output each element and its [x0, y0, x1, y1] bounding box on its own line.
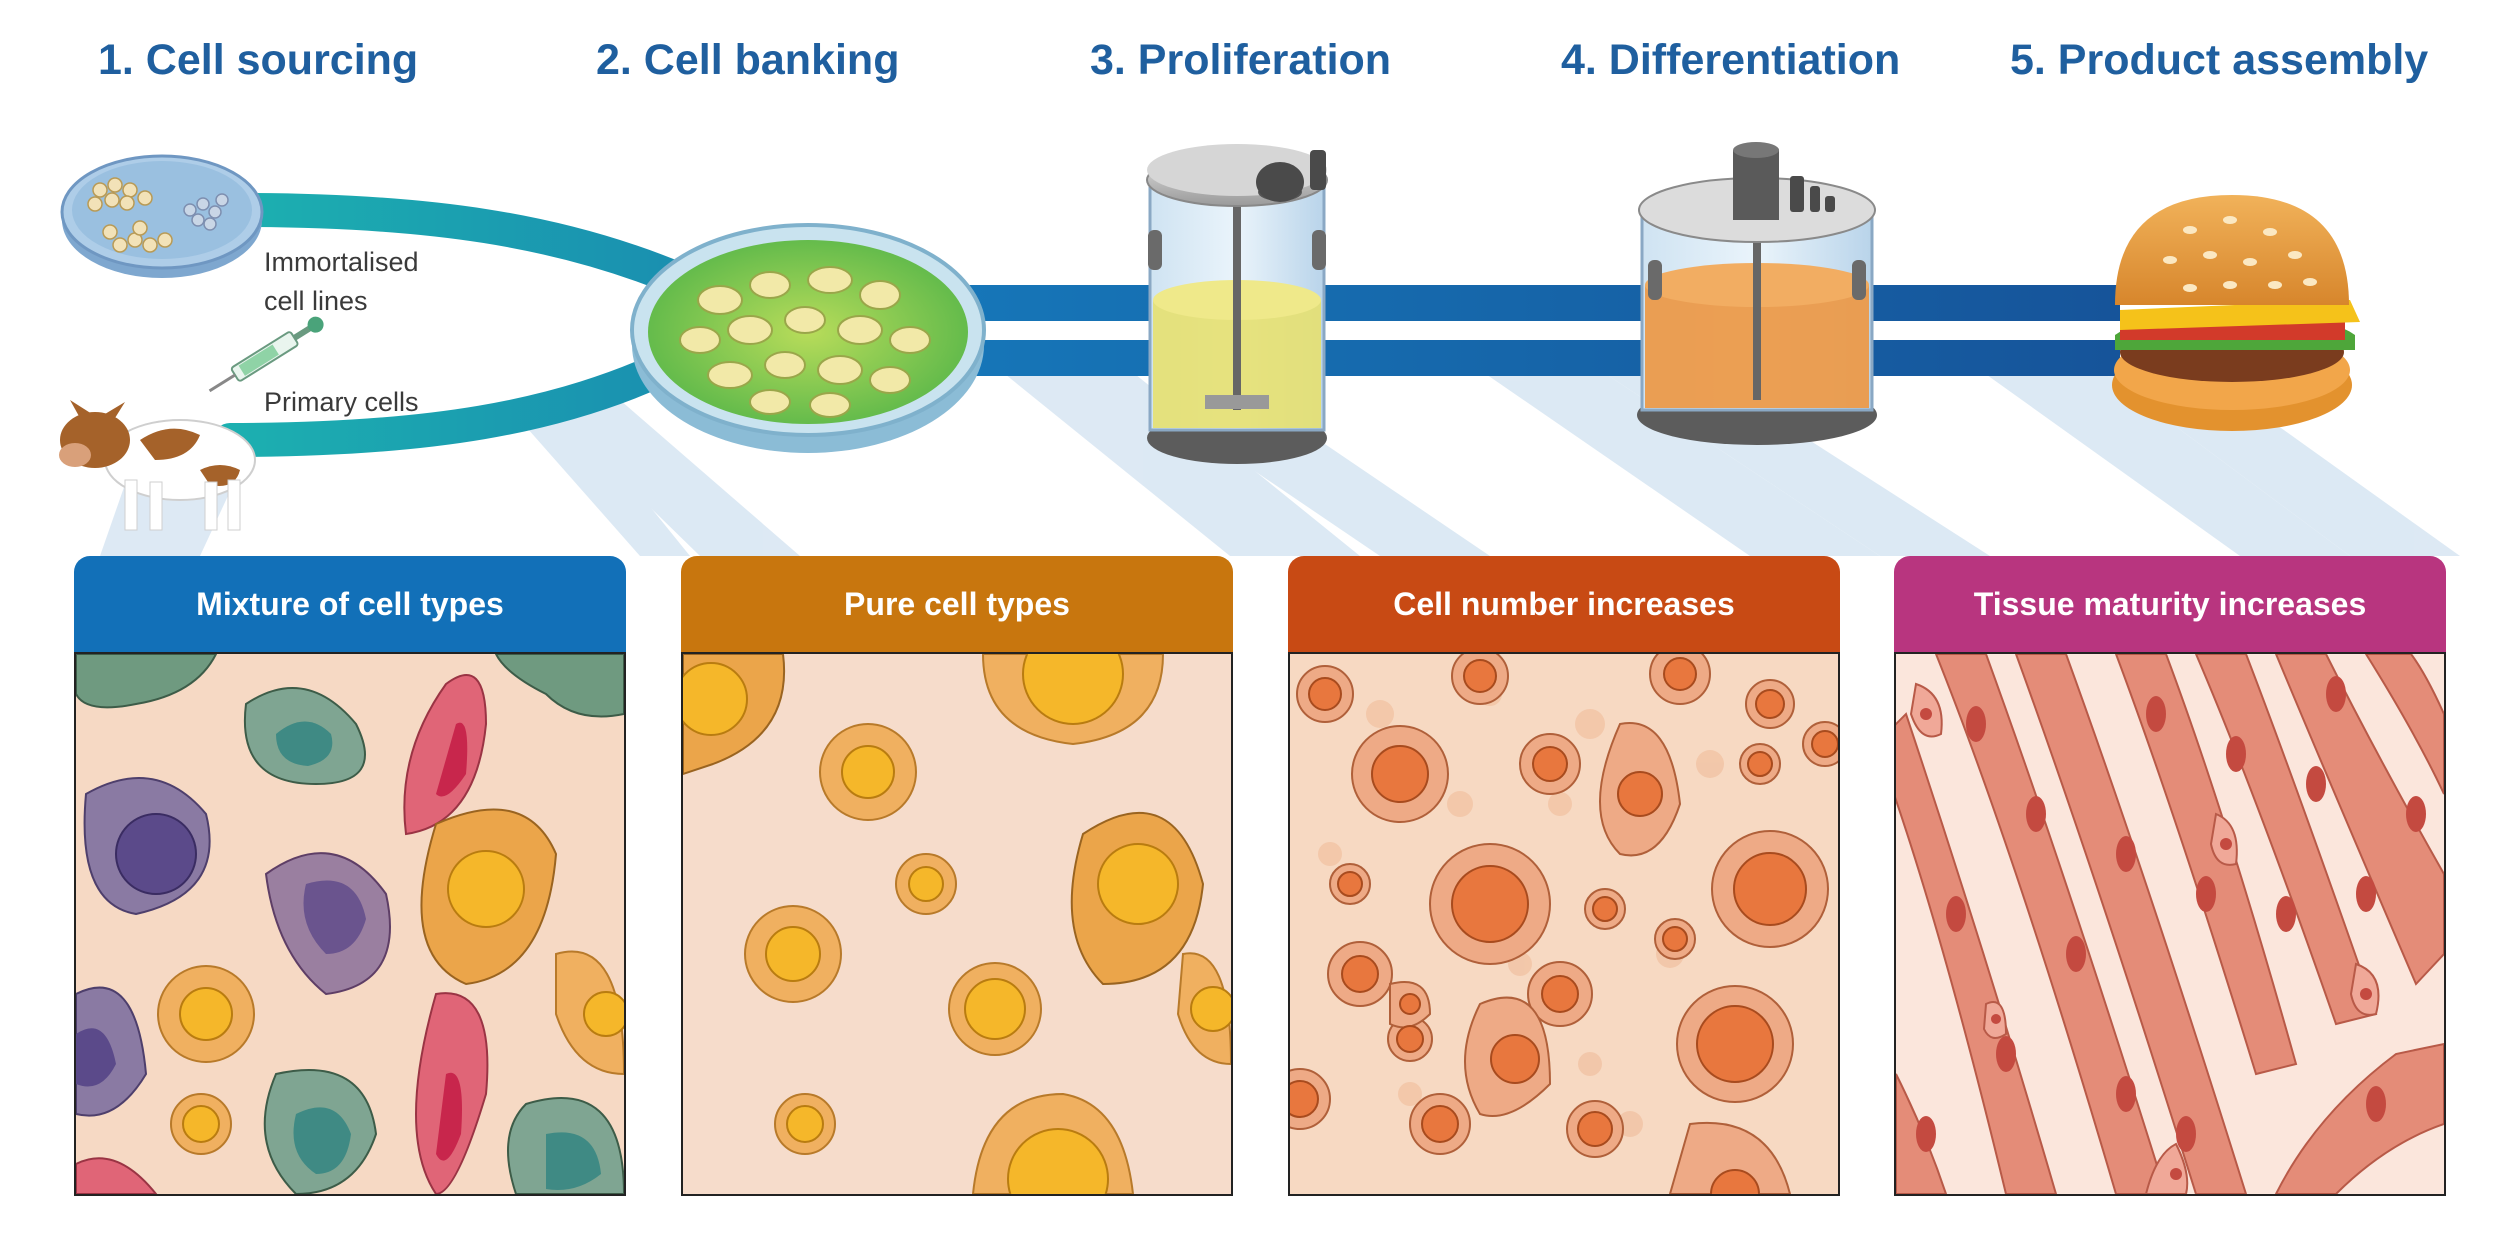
step-title-proliferation: 3. Proliferation	[1090, 36, 1392, 84]
muscle-fibres-illustration	[1896, 654, 2444, 1194]
panel-header-pure: Pure cell types	[681, 556, 1233, 652]
panel-mixture: Mixture of cell types	[74, 556, 626, 1196]
label-immortalised-line2: cell lines	[264, 286, 368, 316]
pipe-immortalised	[223, 193, 697, 297]
cow-icon	[59, 400, 256, 531]
panel-body-pure	[681, 652, 1233, 1196]
proliferating-cells-illustration	[1290, 654, 1838, 1194]
pure-cells-illustration	[683, 654, 1231, 1194]
label-immortalised-cell-lines: Immortalised cell lines	[264, 243, 419, 321]
label-primary-cells: Primary cells	[264, 387, 419, 417]
panel-header-maturity: Tissue maturity increases	[1894, 556, 2446, 652]
burger-icon	[2112, 195, 2360, 431]
step-title-differentiation: 4. Differentiation	[1561, 36, 1901, 84]
step-title-cell-sourcing: 1. Cell sourcing	[98, 36, 419, 84]
panel-maturity: Tissue maturity increases	[1894, 556, 2446, 1196]
step-title-product-assembly: 5. Product assembly	[2010, 36, 2429, 84]
petri-dish-large-icon	[630, 223, 986, 453]
bioreactor-proliferation-icon	[1146, 144, 1328, 464]
panel-body-number	[1288, 652, 1840, 1196]
blue-pipes	[960, 285, 2120, 376]
panel-number: Cell number increases	[1288, 556, 1840, 1196]
panel-body-maturity	[1894, 652, 2446, 1196]
petri-dish-small-icon	[60, 154, 264, 278]
pipe-primary	[213, 343, 697, 457]
mixed-cells-illustration	[76, 654, 624, 1194]
panel-body-mixture	[74, 652, 626, 1196]
syringe-icon	[208, 316, 324, 393]
bioreactor-differentiation-icon	[1637, 142, 1877, 445]
step-title-cell-banking: 2. Cell banking	[596, 36, 900, 84]
panel-header-number: Cell number increases	[1288, 556, 1840, 652]
panel-header-mixture: Mixture of cell types	[74, 556, 626, 652]
panel-pure: Pure cell types	[681, 556, 1233, 1196]
label-immortalised-line1: Immortalised	[264, 247, 419, 277]
